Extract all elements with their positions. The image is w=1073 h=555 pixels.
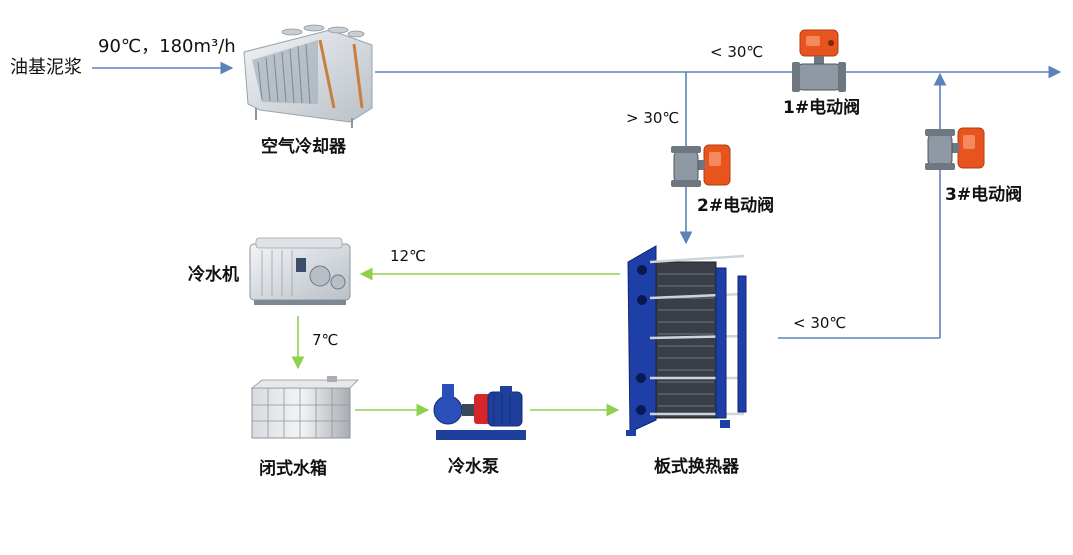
valve-2-image [671,144,731,187]
water-pump-label: 冷水泵 [448,457,499,477]
chilled-supply-temp: 7℃ [312,331,339,349]
inlet-conditions: 90℃，180m³/h [98,36,236,57]
air-cooler-label: 空气冷却器 [261,137,346,157]
valve-1-image [792,29,846,92]
branch-temp: > 30℃ [626,109,680,127]
valve-3-image [925,127,985,170]
main-line-temp: < 30℃ [710,43,764,61]
water-tank-image [250,376,359,439]
chiller-label: 冷水机 [188,265,239,285]
valve-2-label: 2#电动阀 [697,196,775,216]
chilled-return-temp: 12℃ [390,247,426,265]
water-pump-image [433,384,526,440]
valve-1-label: 1#电动阀 [783,98,861,118]
exchanger-outlet-temp: < 30℃ [793,314,847,332]
chiller-image [249,237,351,305]
plate-heat-exchanger-label: 板式换热器 [654,457,739,477]
water-tank-label: 闭式水箱 [259,459,327,479]
plate-heat-exchanger-image [626,245,747,436]
inlet-label: 油基泥浆 [10,57,82,78]
air-cooler-image [243,24,373,128]
valve-3-label: 3#电动阀 [945,185,1023,205]
